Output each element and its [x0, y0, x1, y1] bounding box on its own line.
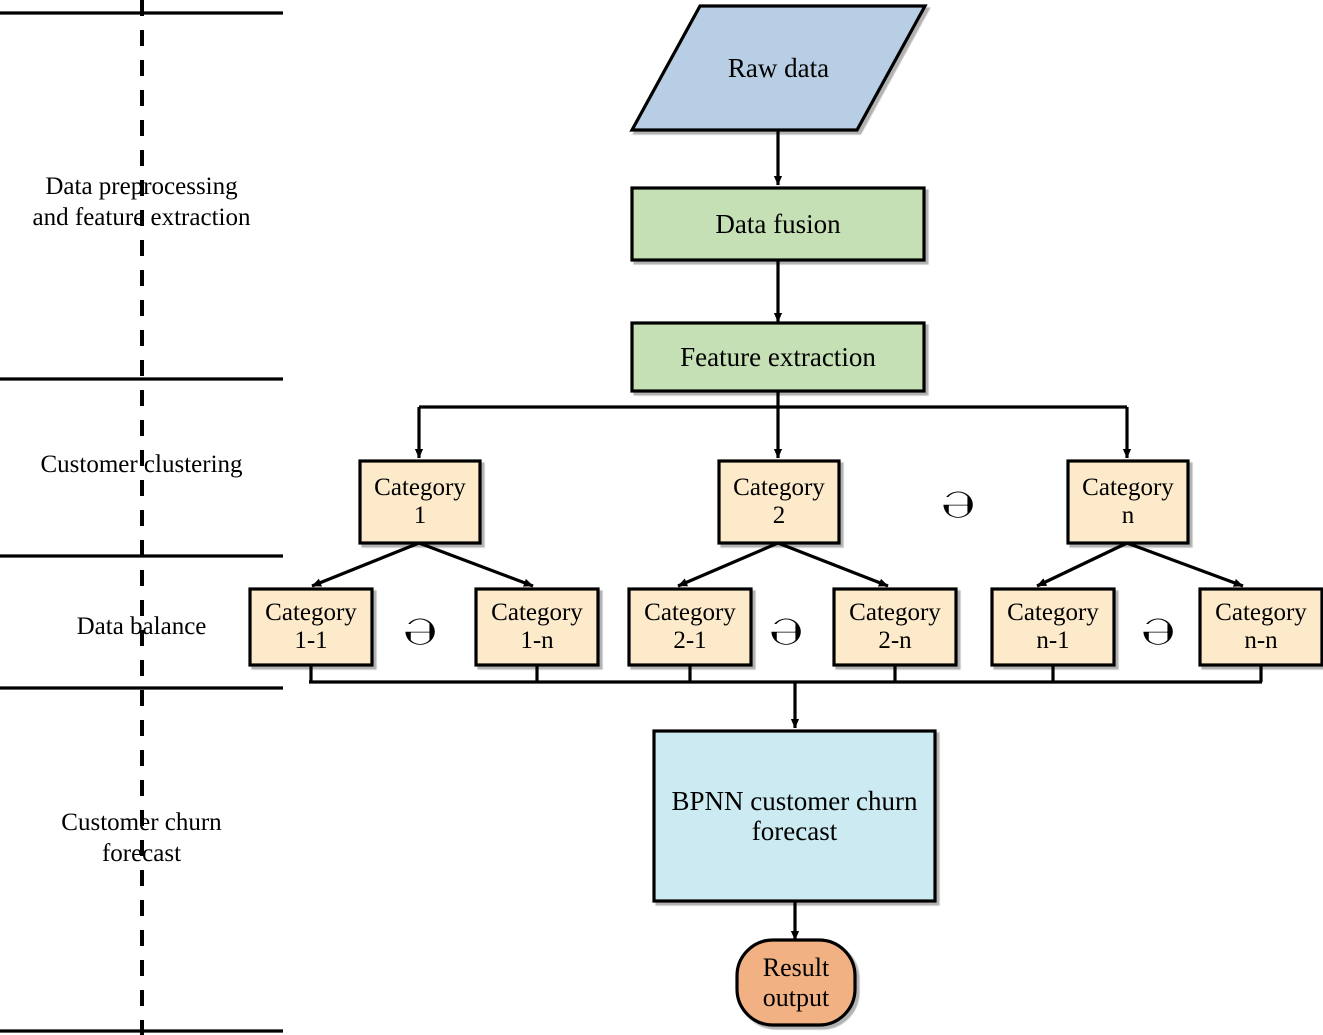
stage-label-preprocessing: Data preprocessing and feature extractio…: [32, 173, 251, 231]
category-n-1-shape[interactable]: [990, 587, 1116, 667]
bpnn-shape[interactable]: [652, 729, 937, 903]
connector-c2-to-c2-n: [777, 541, 889, 588]
stage-label-forecast: Customer churn forecast: [61, 809, 222, 867]
stage-label-balance: Data balance: [76, 613, 207, 640]
connector-c1-to-c1-1: [311, 541, 420, 588]
category-n-n-shape[interactable]: [1198, 587, 1323, 667]
category-1-n-shape[interactable]: [474, 587, 600, 667]
connector-c1-to-c1-n: [418, 541, 534, 588]
ellipsis-cluster-icon: ℮: [941, 482, 976, 528]
result-output-shape[interactable]: [735, 938, 857, 1027]
category-2-shape[interactable]: [717, 459, 841, 545]
flow-connectors: [309, 130, 1263, 941]
connector-cn-to-cn-n: [1126, 541, 1244, 588]
ellipsis-sub-2-icon: ℮: [769, 609, 804, 655]
ellipsis-sub-n-icon: ℮: [1141, 609, 1176, 655]
category-n-shape[interactable]: [1066, 459, 1190, 545]
connector-cn-to-cn-1: [1036, 541, 1128, 588]
stage-label-clustering: Customer clustering: [40, 451, 243, 478]
category-2-n-shape[interactable]: [832, 587, 958, 667]
data-fusion-shape[interactable]: [630, 186, 926, 262]
ellipsis-sub-1-icon: ℮: [403, 609, 438, 655]
category-1-shape[interactable]: [358, 459, 482, 545]
raw-data-shape[interactable]: [629, 4, 928, 132]
connector-c2-to-c2-1: [677, 541, 779, 588]
feature-extraction-shape[interactable]: [630, 321, 926, 393]
node-shapes: [248, 4, 1323, 1027]
category-1-1-shape[interactable]: [248, 587, 374, 667]
category-2-1-shape[interactable]: [627, 587, 753, 667]
